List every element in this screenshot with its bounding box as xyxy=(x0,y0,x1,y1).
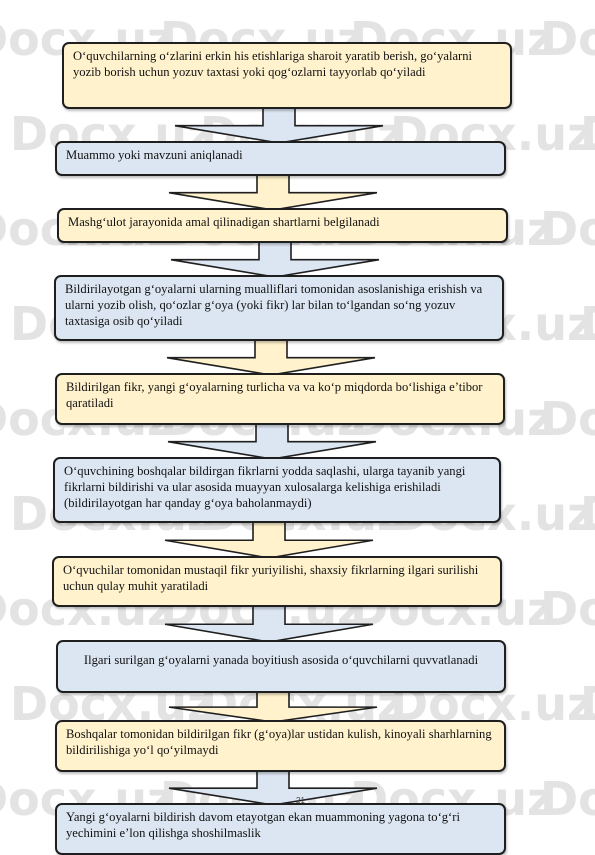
flow-step-text: O‘quvchilarning o‘zlarini erkin his etis… xyxy=(73,49,473,79)
page-number: 21 xyxy=(296,796,305,805)
watermark-text: Docx.uz xyxy=(540,392,595,446)
flow-step-text: O‘qvuchilar tomonidan mustaqil fikr yuri… xyxy=(63,563,479,593)
flow-step-2: Muammo yoki mavzuni aniqlanadi xyxy=(55,141,506,176)
watermark-text: Docx.uz xyxy=(540,12,595,66)
watermark-text: Docx.uz xyxy=(540,202,595,256)
arrow-shape xyxy=(168,691,378,722)
arrow-shape xyxy=(166,339,376,375)
arrow-shape xyxy=(170,241,380,277)
flow-step-text: Muammo yoki mavzuni aniqlanadi xyxy=(66,148,243,162)
flow-step-text: Mashg‘ulot jarayonida amal qilinadigan s… xyxy=(68,215,380,229)
arrow-shape xyxy=(168,770,378,805)
flow-step-text: Yangi g‘oyalarni bildirish davom etayotg… xyxy=(66,810,460,840)
flow-step-8: Ilgari surilgan g‘oyalarni yanada boyiti… xyxy=(56,640,506,693)
flow-arrow-9 xyxy=(168,770,378,805)
flow-step-5: Bildirilgan fikr, yangi g‘oyalarning tur… xyxy=(55,373,505,425)
arrow-shape xyxy=(164,605,374,642)
arrow-shape xyxy=(164,521,374,558)
flow-arrow-5 xyxy=(167,423,377,459)
flow-arrow-8 xyxy=(168,691,378,722)
flow-step-text: Bildirilayotgan g‘oyalarni ularning mual… xyxy=(65,282,483,328)
flow-step-text: Ilgari surilgan g‘oyalarni yanada boyiti… xyxy=(83,653,479,667)
flow-step-6: O‘quvchining boshqalar bildirgan fikrlar… xyxy=(53,457,501,523)
flow-arrow-4 xyxy=(166,339,376,375)
flow-arrow-2 xyxy=(168,174,378,210)
watermark-text: Docx.uz xyxy=(580,107,595,161)
flow-step-9: Boshqalar tomonidan bildirilgan fikr (g‘… xyxy=(55,720,506,772)
flow-step-3: Mashg‘ulot jarayonida amal qilinadigan s… xyxy=(57,208,508,243)
watermark-text: Docx.uz xyxy=(580,487,595,541)
flow-step-text: Bildirilgan fikr, yangi g‘oyalarning tur… xyxy=(66,380,483,410)
flow-arrow-1 xyxy=(174,107,384,143)
flow-step-text: O‘quvchining boshqalar bildirgan fikrlar… xyxy=(64,464,466,510)
arrow-shape xyxy=(168,174,378,210)
flow-step-text: Boshqalar tomonidan bildirilgan fikr (g‘… xyxy=(66,727,492,757)
flow-arrow-7 xyxy=(164,605,374,642)
flow-arrow-3 xyxy=(170,241,380,277)
arrow-shape xyxy=(174,107,384,143)
watermark-text: Docx.uz xyxy=(540,582,595,636)
flow-step-7: O‘qvuchilar tomonidan mustaqil fikr yuri… xyxy=(52,556,502,607)
watermark-text: Docx.uz xyxy=(580,677,595,731)
flow-step-1: O‘quvchilarning o‘zlarini erkin his etis… xyxy=(62,42,512,109)
watermark-text: Docx.uz xyxy=(540,772,595,826)
flow-step-4: Bildirilayotgan g‘oyalarni ularning mual… xyxy=(54,275,504,341)
watermark-text: Docx.uz xyxy=(580,297,595,351)
flow-step-10: Yangi g‘oyalarni bildirish davom etayotg… xyxy=(55,803,506,855)
flow-arrow-6 xyxy=(164,521,374,558)
arrow-shape xyxy=(167,423,377,459)
